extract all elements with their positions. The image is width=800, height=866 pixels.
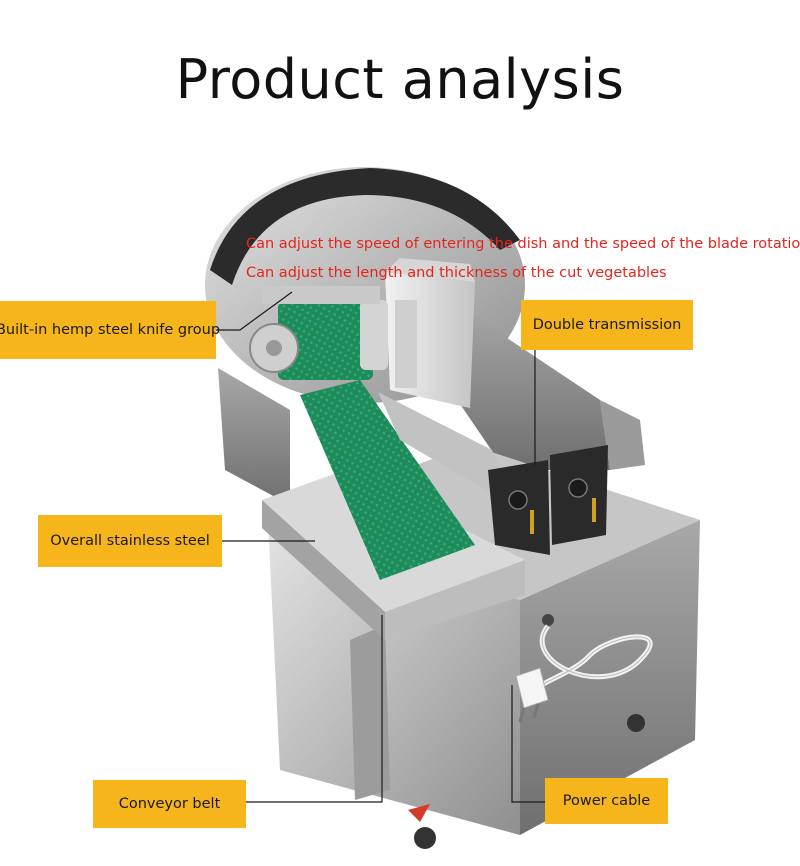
leader-power-cable [511, 685, 545, 803]
cutter-box [385, 258, 475, 408]
divider-rail [378, 392, 520, 510]
leader-knife-group [216, 291, 293, 331]
housing-side [600, 400, 645, 470]
motor-housing [430, 300, 610, 470]
label-conveyor-belt: Conveyor belt [93, 780, 246, 828]
speed-adjust-note: Can adjust the speed of entering the dis… [246, 236, 800, 252]
feed-roller [249, 286, 388, 380]
label-double-transmission: Double transmission [521, 300, 693, 350]
thickness-adjust-note: Can adjust the length and thickness of t… [246, 265, 667, 281]
power-cable-plug [515, 614, 653, 723]
label-stainless-steel: Overall stainless steel [38, 515, 222, 567]
left-guard [218, 368, 290, 505]
label-knife-group: Built-in hemp steel knife group [0, 301, 220, 359]
speed-controller-panels [488, 445, 608, 555]
leader-conveyor [246, 615, 383, 803]
conveyor-tray [262, 380, 525, 640]
label-power-cable: Power cable [545, 778, 668, 824]
page-title: Product analysis [175, 48, 625, 111]
